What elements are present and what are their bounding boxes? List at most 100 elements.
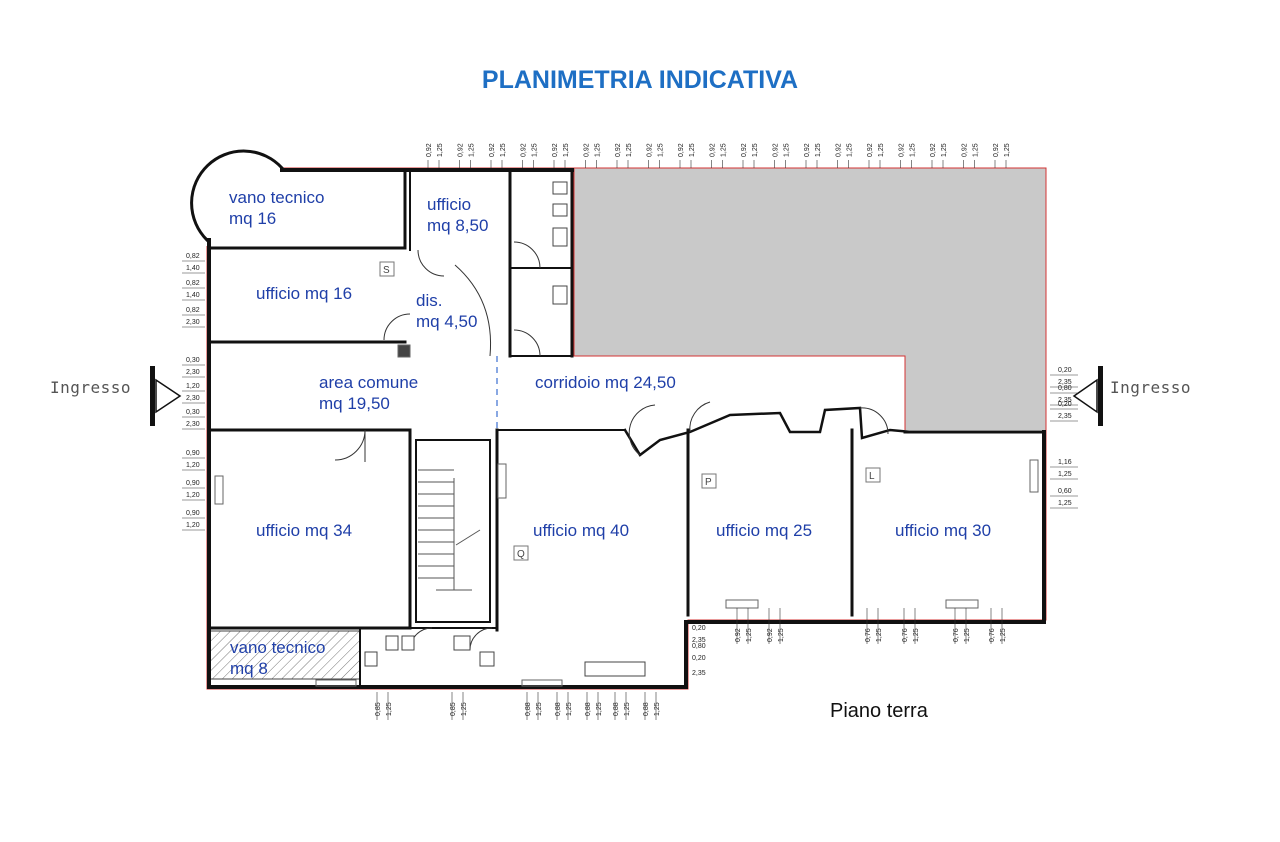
dimension-top: 1,25 [784, 143, 791, 157]
page-title: PLANIMETRIA INDICATIVA [481, 66, 799, 94]
dimension-top: 1,25 [878, 143, 885, 157]
dimension-left: 0,82 [186, 307, 200, 314]
dimension-left: 1,20 [186, 522, 200, 529]
dimension-top: 0,92 [773, 143, 780, 157]
dimension-top: 1,25 [752, 143, 759, 157]
dimension-center-right: 2,35 [692, 637, 706, 644]
dimension-top: 1,25 [721, 143, 728, 157]
walls [190, 149, 1046, 689]
dimension-left: 2,30 [186, 319, 200, 326]
room-label-line1: ufficio [427, 195, 472, 214]
room-ufficio-40: ufficio mq 40 [533, 521, 630, 540]
dimension-right: 1,25 [1058, 471, 1072, 478]
dimension-bottom-left: 0,88 [585, 702, 592, 716]
dimension-right: 2,35 [1058, 379, 1072, 386]
dimension-center-right: 0,20 [692, 655, 706, 662]
dimension-bottom-left: 0,85 [375, 702, 382, 716]
dimension-bottom-left: 1,25 [596, 702, 603, 716]
entrance-markers [150, 366, 1103, 426]
dimension-left: 0,82 [186, 280, 200, 287]
dimension-left: 0,82 [186, 253, 200, 260]
dimension-top: 0,92 [710, 143, 717, 157]
room-label-line1: vano tecnico [230, 638, 326, 657]
dimension-top: 0,92 [678, 143, 685, 157]
entrance-right-label: Ingresso [1110, 378, 1192, 397]
dimension-bottom-right: 0,76 [865, 628, 872, 642]
dimension-bottom-left: 1,25 [654, 702, 661, 716]
dimension-top: 0,92 [930, 143, 937, 157]
dimension-bottom-left: 1,25 [624, 702, 631, 716]
dimension-top: 1,25 [847, 143, 854, 157]
dimension-right: 0,60 [1058, 488, 1072, 495]
room-corridoio: corridoio mq 24,50 [535, 373, 676, 392]
dimension-bottom-left: 0,88 [555, 702, 562, 716]
dimension-right: 0,20 [1058, 401, 1072, 408]
entrance-left-label: Ingresso [50, 378, 132, 397]
room-ufficio-8-50: ufficio mq 8,50 [427, 194, 488, 236]
dimension-bottom-left: 0,88 [613, 702, 620, 716]
dimension-bottom-left: 0,88 [525, 702, 532, 716]
dimension-right: 2,35 [1058, 397, 1072, 404]
dimension-center-right: 2,35 [692, 670, 706, 677]
dimension-right: 0,20 [1058, 367, 1072, 374]
room-disimpegno: dis. mq 4,50 [416, 290, 477, 332]
room-ufficio-34: ufficio mq 34 [256, 521, 353, 540]
dimension-bottom-right: 1,25 [876, 628, 883, 642]
dimension-top: 0,92 [804, 143, 811, 157]
room-vano-tecnico-8: vano tecnico mq 8 [230, 637, 325, 679]
dimension-bottom-right: 0,92 [735, 628, 742, 642]
dimension-right: 1,16 [1058, 459, 1072, 466]
dimension-bottom-right: 1,25 [1000, 628, 1007, 642]
dimension-left: 1,20 [186, 462, 200, 469]
dimension-left: 2,30 [186, 395, 200, 402]
dimension-bottom-left: 1,25 [461, 702, 468, 716]
dimension-top: 1,25 [1004, 143, 1011, 157]
dimension-top: 1,25 [815, 143, 822, 157]
dimension-left: 0,90 [186, 480, 200, 487]
room-area-comune: area comune mq 19,50 [319, 372, 418, 414]
dimension-labels: 0,92 1,25 0,92 1,25 0,92 1,25 0,92 1,25 0,92 1,25… [182, 143, 1078, 720]
room-label-line2: mq 8,50 [427, 216, 489, 235]
sanitary-fixtures [364, 181, 646, 677]
room-label-line1: dis. [416, 291, 443, 310]
dimension-top: 0,92 [993, 143, 1000, 157]
dimension-bottom-right: 1,25 [778, 628, 785, 642]
dimension-top: 0,92 [489, 143, 496, 157]
dimension-top: 1,25 [941, 143, 948, 157]
dimension-bottom-right: 0,76 [902, 628, 909, 642]
room-vano-tecnico-16: vano tecnico mq 16 [229, 187, 324, 229]
excluded-area [574, 168, 1046, 430]
windows [214, 344, 1039, 687]
dimension-left: 0,90 [186, 450, 200, 457]
dimension-top: 1,25 [563, 143, 570, 157]
dimension-top: 0,92 [552, 143, 559, 157]
stair-treads [418, 469, 481, 591]
dimension-top: 0,92 [867, 143, 874, 157]
door-swings [334, 241, 889, 651]
symbol-q: Q [517, 549, 525, 560]
dimension-bottom-left: 1,25 [566, 702, 573, 716]
dimension-left: 2,30 [186, 369, 200, 376]
dimension-left: 1,40 [186, 292, 200, 299]
dimension-top: 0,92 [741, 143, 748, 157]
room-ufficio-25: ufficio mq 25 [716, 521, 813, 540]
dimension-top: 1,25 [689, 143, 696, 157]
dimension-top: 0,92 [426, 143, 433, 157]
room-label-line2: mq 4,50 [416, 312, 478, 331]
room-label-line2: mq 19,50 [319, 394, 390, 413]
room-ufficio-30: ufficio mq 30 [895, 521, 992, 540]
dimension-top: 1,25 [500, 143, 507, 157]
dimension-center-right: 0,20 [692, 625, 706, 632]
room-label-line1: vano tecnico [229, 188, 325, 207]
dimension-bottom-right: 1,25 [913, 628, 920, 642]
dimension-left: 0,30 [186, 409, 200, 416]
dimension-left: 2,30 [186, 421, 200, 428]
dimension-top: 0,92 [647, 143, 654, 157]
dimension-bottom-left: 1,25 [536, 702, 543, 716]
symbol-l: L [869, 471, 875, 482]
symbol-p: P [705, 477, 712, 488]
dimension-bottom-left: 0,85 [450, 702, 457, 716]
dimension-top: 1,25 [658, 143, 665, 157]
dimension-center-right: 0,80 [692, 643, 706, 650]
